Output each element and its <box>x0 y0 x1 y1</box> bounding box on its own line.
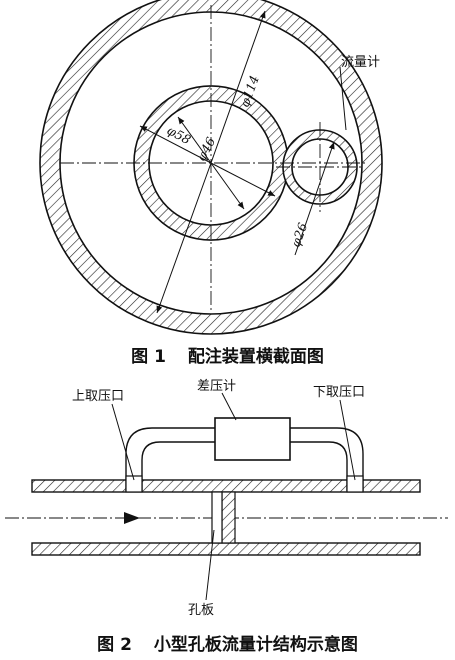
cross-section-diagram: φ114 φ58 φ46 φ26 流量计 <box>39 0 383 335</box>
lower-tap-label: 下取压口 <box>313 385 365 400</box>
leader-lines <box>111 392 356 601</box>
figure1-caption-number: 图 1 <box>131 347 166 367</box>
outer-pipe-wall <box>39 0 383 335</box>
pipe-bottom-wall <box>31 542 421 556</box>
flowmeter-label: 流量计 <box>341 55 380 70</box>
orifice-plate <box>221 491 236 544</box>
differential-meter-label: 差压计 <box>197 379 236 394</box>
upper-tap-label: 上取压口 <box>72 389 124 404</box>
flow-direction-arrow <box>124 512 140 524</box>
figure1-caption-text: 配注装置横截面图 <box>187 347 324 367</box>
upper-pressure-tap <box>125 475 143 493</box>
dim-d26: φ26 <box>288 221 311 249</box>
orifice-insert <box>211 491 223 544</box>
figure2-caption-number: 图 2 <box>97 635 132 655</box>
lower-pressure-tap <box>346 475 364 493</box>
dimension-lines <box>139 10 347 314</box>
figure2-caption-text: 小型孔板流量计结构示意图 <box>153 635 358 655</box>
dim-d46: φ46 <box>193 135 218 164</box>
orifice-flowmeter-diagram: 差压计 上取压口 下取压口 孔板 <box>5 379 448 618</box>
center-lines <box>60 5 365 312</box>
figure2-caption: 图 2 小型孔板流量计结构示意图 <box>0 630 455 655</box>
differential-pressure-meter <box>214 417 291 461</box>
orifice-label: 孔板 <box>188 603 214 618</box>
figure1-caption: 图 1 配注装置横截面图 <box>0 342 455 367</box>
dim-d58: φ58 <box>165 122 194 147</box>
